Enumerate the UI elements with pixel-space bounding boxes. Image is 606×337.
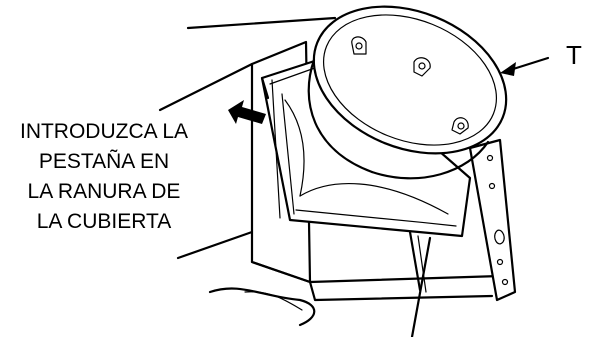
- ceiling-surface: [158, 16, 337, 327]
- callout-line-4: LA CUBIERTA: [37, 210, 172, 233]
- t-pointer-arrow: [500, 56, 550, 76]
- bottom-leader-line: [410, 236, 432, 337]
- callout-line-3: LA RANURA DE: [28, 180, 181, 203]
- callout-line-2: PESTAÑA EN: [39, 149, 169, 173]
- round-collar: [307, 5, 508, 180]
- insert-tab-arrow: [228, 100, 266, 124]
- callout-line-1: INTRODUZCA LA: [20, 120, 188, 143]
- label-t: T: [566, 40, 582, 70]
- callout-text: INTRODUZCA LA PESTAÑA EN LA RANURA DE LA…: [20, 120, 188, 233]
